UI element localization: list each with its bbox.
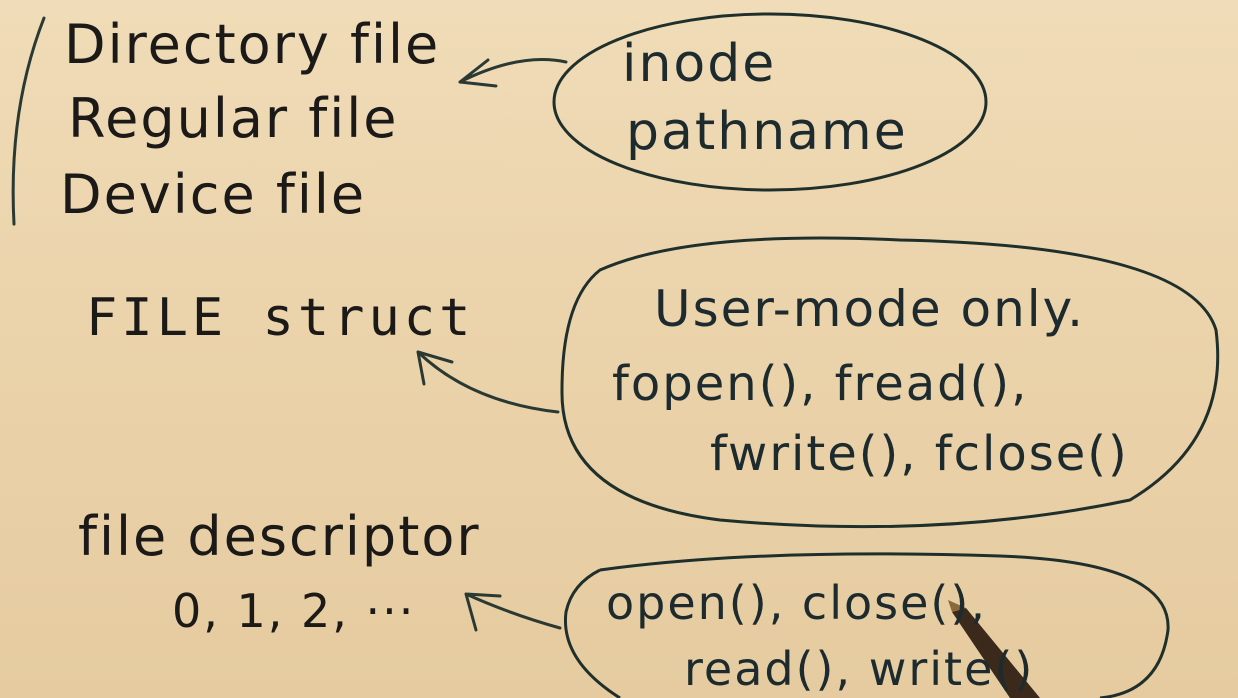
user-mode-text: User-mode only. — [654, 280, 1086, 338]
read-write-text: read(), write() — [684, 642, 1035, 696]
pathname-text: pathname — [626, 102, 908, 162]
user-mode-bubble — [560, 236, 1220, 529]
open-close-text: open(), close(), — [606, 576, 987, 630]
inode-arrow — [458, 58, 568, 88]
file-struct-arrow — [416, 350, 560, 414]
file-struct-label: FILE struct — [86, 288, 475, 348]
file-type-directory: Directory file — [64, 13, 441, 76]
inode-bubble — [552, 12, 988, 192]
fd-numbers: 0, 1, 2, ··· — [172, 584, 416, 638]
file-type-regular: Regular file — [68, 87, 399, 150]
fd-arrow — [464, 592, 562, 632]
fwrite-fclose-text: fwrite(), fclose() — [710, 426, 1129, 482]
file-type-device: Device file — [60, 163, 367, 226]
left-bracket — [11, 16, 46, 226]
file-descriptor-label: file descriptor — [78, 505, 481, 568]
syscall-bubble — [563, 552, 1170, 698]
fopen-fread-text: fopen(), fread(), — [612, 356, 1029, 412]
pen-icon — [948, 600, 1040, 698]
inode-text: inode — [622, 34, 777, 94]
